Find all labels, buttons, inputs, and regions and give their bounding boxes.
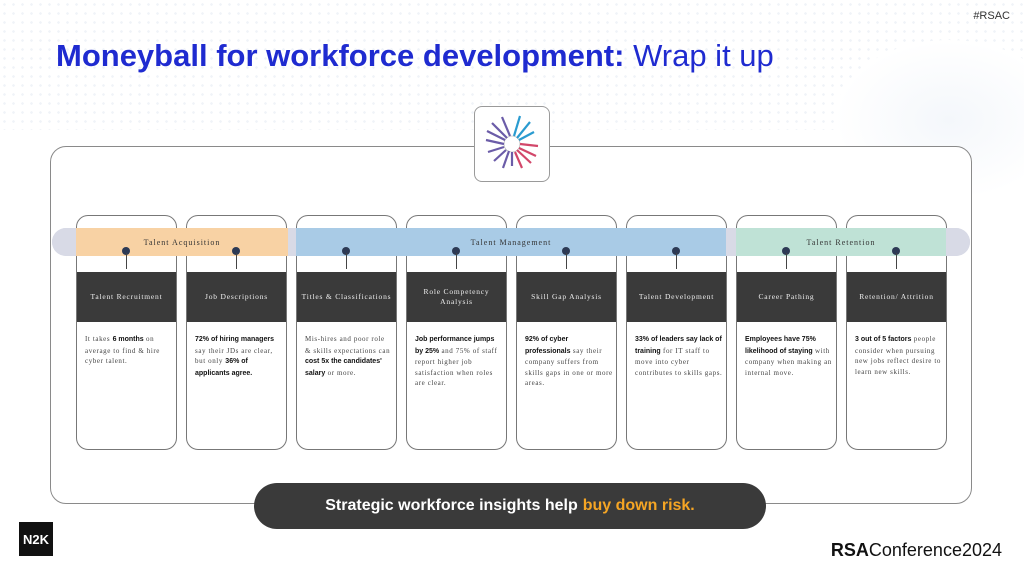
card-heading: Retention/ Attrition	[847, 272, 946, 322]
pin-stem	[896, 253, 897, 269]
card-heading: Talent Recruitment	[77, 272, 176, 322]
n2k-logo: N2K	[19, 522, 53, 556]
card-text: Job performance jumps by 25% and 75% of …	[415, 336, 498, 387]
card-text: 3 out of 5 factors people consider when …	[855, 335, 941, 376]
pin-stem	[786, 253, 787, 269]
card-text: 72% of hiring managers say their JDs are…	[195, 336, 274, 377]
pin-stem	[456, 253, 457, 269]
phase-band-acquisition-overlay: Talent Acquisition	[76, 228, 288, 256]
card-text: 33% of leaders say lack of training for …	[635, 336, 723, 377]
radial-chart-icon	[485, 115, 539, 169]
card-heading: Career Pathing	[737, 272, 836, 322]
phase-label: Talent Acquisition	[143, 237, 221, 247]
pin-stem	[346, 253, 347, 269]
timeline-pin	[782, 247, 790, 255]
rsa-logo-conference: Conference2024	[868, 540, 1002, 560]
card-heading: Skill Gap Analysis	[517, 272, 616, 322]
rsac-hashtag: #RSAC	[973, 10, 1010, 22]
phase-band-retention-overlay: Talent Retention	[736, 228, 946, 256]
title-light: Wrap it up	[633, 38, 774, 73]
phase-label: Talent Retention	[806, 237, 876, 247]
slide-title: Moneyball for workforce development: Wra…	[56, 38, 774, 74]
timeline-pin	[562, 247, 570, 255]
card-text: It takes 6 months on average to find & h…	[85, 335, 161, 365]
timeline-pin	[342, 247, 350, 255]
card-text: 92% of cyber professionals say their com…	[525, 336, 613, 387]
timeline-pin	[672, 247, 680, 255]
title-bold: Moneyball for workforce development:	[56, 38, 625, 73]
card-heading: Talent Development	[627, 272, 726, 322]
phase-label: Talent Management	[470, 237, 552, 247]
card-heading: Titles & Classifications	[297, 272, 396, 322]
timeline-pin	[232, 247, 240, 255]
pin-stem	[676, 253, 677, 269]
card-heading: Job Descriptions	[187, 272, 286, 322]
timeline-pin	[452, 247, 460, 255]
card-text: Mis-hires and poor role & skills expecta…	[305, 335, 391, 377]
radial-chart-thumbnail	[474, 106, 550, 182]
timeline-pin	[122, 247, 130, 255]
pin-stem	[126, 253, 127, 269]
pin-stem	[236, 253, 237, 269]
summary-banner: Strategic workforce insights help buy do…	[254, 483, 766, 529]
rsa-conference-logo: RSAConference2024	[831, 540, 1002, 561]
banner-highlight: buy down risk.	[582, 497, 695, 514]
card-text: Employees have 75% likelihood of staying…	[745, 336, 832, 377]
rsa-logo-bold: RSA	[830, 540, 869, 560]
phase-band-management-overlay: Talent Management	[296, 228, 726, 256]
card-heading: Role Competency Analysis	[407, 272, 506, 322]
timeline-pin	[892, 247, 900, 255]
pin-stem	[566, 253, 567, 269]
banner-text: Strategic workforce insights help	[325, 497, 578, 514]
